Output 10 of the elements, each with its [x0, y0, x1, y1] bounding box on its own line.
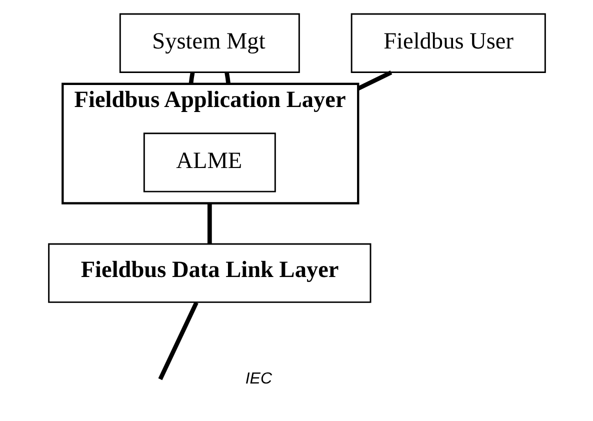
connector [158, 302, 198, 380]
node-box: Fieldbus Data Link Layer [48, 243, 371, 303]
node-box: System Mgt [118, 13, 300, 73]
node-box: ALME [142, 132, 276, 192]
connector [356, 70, 392, 91]
node-box: Fieldbus User [350, 13, 546, 73]
label: IEC [244, 370, 272, 388]
connector [188, 72, 194, 84]
connector [224, 72, 230, 84]
connector [206, 203, 212, 244]
